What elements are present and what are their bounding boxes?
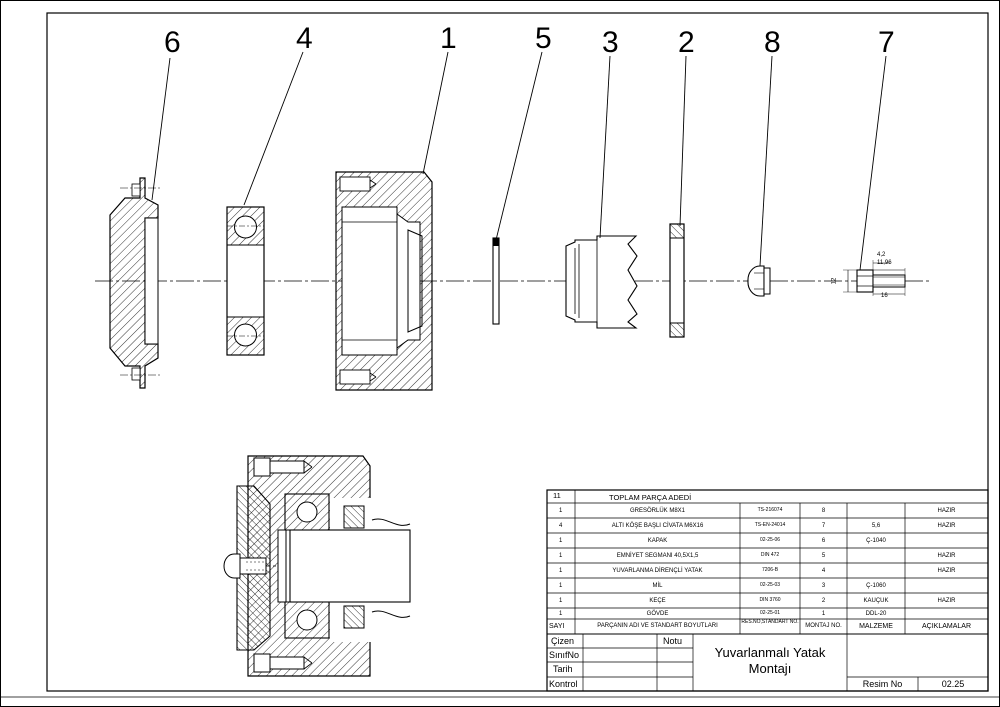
cizen-label: Çizen (551, 636, 575, 646)
tarih-label: Tarih (553, 664, 573, 674)
resim-no-value: 02.25 (941, 679, 965, 689)
callout-8: 8 (764, 26, 781, 59)
total-label: TOPLAM PARÇA ADEDİ (609, 493, 692, 502)
bom-name: GRESÖRLÜK M8X1 (629, 508, 686, 514)
bom-no: 6 (821, 538, 826, 544)
bom-material: 5,6 (871, 523, 881, 529)
part-2-seal (669, 223, 685, 338)
sinifno-label: SınıfNo (549, 650, 580, 660)
header-no: MONTAJ NO. (805, 623, 842, 629)
header-material: MALZEME (859, 623, 893, 630)
bom-material: DDL-20 (865, 611, 887, 617)
bom-note: HAZIR (937, 568, 956, 574)
bom-no: 5 (821, 553, 826, 559)
bom-note: HAZIR (937, 523, 956, 529)
callout-7: 7 (878, 26, 895, 59)
bom-std: 02-25-03 (759, 582, 780, 588)
bom-material: Ç-1040 (866, 538, 886, 544)
bom-no: 8 (821, 508, 826, 514)
bom-qty: 1 (559, 611, 563, 617)
bom-name: KAPAK (647, 538, 668, 544)
bom-no: 4 (821, 568, 826, 574)
bom-qty: 1 (559, 568, 563, 574)
callout-1: 1 (440, 22, 457, 55)
bom-qty: 1 (559, 583, 563, 589)
bom-std: 7206-B (761, 567, 779, 573)
bom-name: KEÇE (649, 598, 666, 604)
header-note: AÇIKLAMALAR (921, 623, 972, 630)
bom-qty: 1 (559, 508, 563, 514)
header-std: RES.NO,STANDART NO. (741, 619, 799, 625)
bom-note: HAZIR (937, 553, 956, 559)
bom-name: YUVARLANMA DİRENÇLİ YATAK (612, 568, 703, 574)
part-4-bearing (226, 206, 265, 356)
bom-name: MİL (652, 583, 663, 589)
bom-no: 3 (821, 583, 826, 589)
drawing-title-line1: Yuvarlanmalı Yatak (714, 645, 826, 660)
bom-qty: 4 (559, 523, 563, 529)
bom-no: 7 (821, 523, 826, 529)
dim-4-2: 4,2 (877, 252, 886, 258)
callout-6: 6 (164, 26, 181, 59)
callout-2: 2 (678, 26, 695, 59)
bom-no: 2 (821, 598, 826, 604)
bom-note: HAZIR (937, 508, 956, 514)
dim-16: 16 (881, 293, 888, 299)
part-8-grease-nipple (747, 265, 771, 297)
part-6-cover (109, 177, 160, 389)
bom-no: 1 (821, 611, 826, 617)
header-name: PARÇANIN ADI VE STANDART BOYUTLARI (597, 623, 718, 629)
callout-3: 3 (602, 26, 619, 59)
bom-std: TS-EN-24014 (754, 522, 786, 528)
bom-std: 02-25-06 (759, 537, 780, 543)
bom-std: DIN 472 (760, 552, 780, 558)
bom-name: GÖVDE (646, 611, 669, 617)
bom-material: Ç-1060 (866, 583, 886, 589)
bom-material: KAUÇUK (863, 598, 889, 604)
bom-qty: 1 (559, 598, 563, 604)
part-7-bolt (843, 260, 906, 296)
callout-4: 4 (296, 22, 313, 55)
assembly-section-view (223, 455, 411, 677)
bom-name: ALTI KÖŞE BAŞLI CİVATA M6X16 (611, 523, 704, 529)
bom-std: TS-216074 (757, 507, 783, 513)
part-1-housing (335, 171, 433, 391)
drawing-title-line2: Montajı (748, 661, 792, 676)
part-5-circlip (492, 237, 500, 325)
bom-note: HAZIR (937, 598, 956, 604)
bom-std: DIN 3760 (759, 597, 781, 603)
title-block-grid (546, 489, 989, 692)
bom-std: 02-25-01 (759, 610, 780, 616)
callout-5: 5 (535, 22, 552, 55)
bom-name: EMNİYET SEGMANI 40,5X1,5 (616, 553, 699, 559)
part-3-shaft (565, 235, 638, 329)
header-qty: SAYI (549, 623, 565, 630)
dim-12: 12 (831, 277, 838, 285)
kontrol-label: Kontrol (549, 679, 578, 689)
total-count: 11 (553, 491, 561, 500)
sheet-frame (46, 12, 989, 692)
callout-leaders (151, 51, 887, 271)
bom-qty: 1 (559, 553, 563, 559)
notu-label: Notu (663, 636, 683, 646)
bom-qty: 1 (559, 538, 563, 544)
resim-no-label: Resim No (862, 679, 903, 689)
dim-11-96: 11,96 (877, 260, 892, 266)
